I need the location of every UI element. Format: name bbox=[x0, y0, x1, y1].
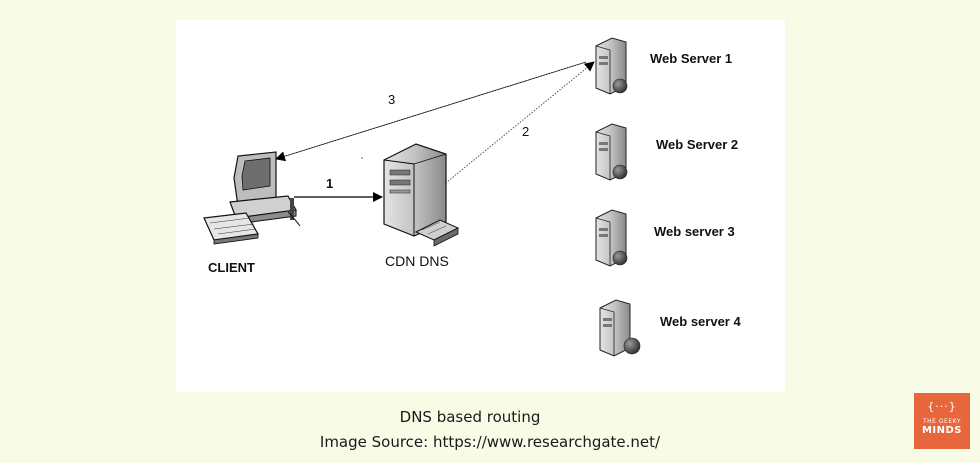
dns-routing-diagram: 1 2 3 CLIENT bbox=[203, 37, 741, 357]
web-server-1-label: Web Server 1 bbox=[650, 51, 732, 66]
edge-server1-to-client bbox=[275, 61, 587, 162]
edge-cdn-to-server1 bbox=[419, 61, 595, 205]
web-server-4-icon bbox=[599, 299, 641, 357]
logo-line2: MINDS bbox=[921, 425, 963, 436]
cdn-dns-label: CDN DNS bbox=[385, 253, 449, 269]
logo-glyph-icon: {···} bbox=[927, 400, 957, 413]
edge-label-3: 3 bbox=[388, 92, 395, 107]
cdn-dns-server-icon bbox=[383, 143, 460, 247]
caption-source: Image Source: https://www.researchgate.n… bbox=[319, 433, 661, 451]
edge-label-1: 1 bbox=[326, 176, 333, 191]
web-server-4-label: Web server 4 bbox=[660, 314, 741, 329]
caption-title: DNS based routing bbox=[399, 408, 541, 426]
web-server-3-icon bbox=[595, 209, 628, 267]
web-server-3-label: Web server 3 bbox=[654, 224, 735, 239]
web-server-2-label: Web Server 2 bbox=[656, 137, 738, 152]
client-computer-icon bbox=[203, 151, 301, 245]
client-label: CLIENT bbox=[208, 260, 255, 275]
logo-line1: THE GEEKY bbox=[923, 418, 961, 425]
stray-dot bbox=[361, 157, 363, 159]
web-server-1-icon bbox=[595, 37, 628, 95]
web-server-2-icon bbox=[595, 123, 628, 181]
diagram-panel: 1 2 3 CLIENT bbox=[176, 20, 785, 392]
edge-label-2: 2 bbox=[522, 124, 529, 139]
geeky-minds-logo: {···} THE GEEKY MINDS bbox=[914, 393, 970, 449]
